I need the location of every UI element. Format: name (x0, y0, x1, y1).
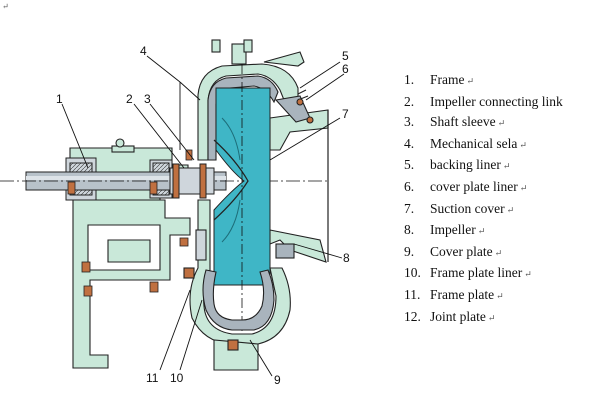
callout-9: 9 (274, 373, 281, 387)
parts-legend: 1.Frame↵ 2.Impeller connecting link 3.Sh… (404, 70, 584, 328)
legend-item-11: 11.Frame plate↵ (404, 286, 504, 302)
callout-1: 1 (56, 92, 63, 106)
legend-item-2: 2.Impeller connecting link (404, 93, 563, 109)
shaft (0, 171, 330, 191)
callout-7: 7 (342, 107, 349, 121)
corner-mark: ↵ (2, 2, 9, 11)
bolts (67, 149, 193, 297)
legend-item-8: 8.Impeller↵ (404, 222, 486, 238)
legend-item-1: 1.Frame↵ (404, 72, 475, 87)
impeller (213, 64, 271, 340)
legend-item-9: 9.Cover plate↵ (404, 243, 503, 259)
casing-lower (183, 199, 291, 371)
legend-item-7: 7.Suction cover↵ (404, 200, 515, 216)
legend-item-12: 12.Joint plate↵ (404, 308, 496, 324)
leader-lines (61, 55, 345, 377)
callout-5: 5 (342, 49, 349, 63)
callout-4: 4 (140, 44, 147, 58)
pump-cross-section-diagram: ↵ (0, 2, 350, 387)
shaft-sleeve (169, 163, 215, 199)
legend-item-5: 5.backing liner↵ (404, 157, 511, 173)
legend-item-6: 6.cover plate liner↵ (404, 178, 528, 194)
callout-11: 11 (146, 371, 159, 385)
callout-10: 10 (170, 371, 184, 385)
legend-item-4: 4.Mechanical sela↵ (404, 135, 527, 151)
callout-2: 2 (126, 92, 133, 106)
suction-cover (269, 89, 329, 263)
callout-6: 6 (342, 62, 349, 76)
callout-8: 8 (343, 251, 350, 265)
legend-item-10: 10.Frame plate liner↵ (404, 265, 532, 281)
legend-item-3: 3.Shaft sleeve↵ (404, 114, 506, 130)
callout-3: 3 (144, 92, 151, 106)
